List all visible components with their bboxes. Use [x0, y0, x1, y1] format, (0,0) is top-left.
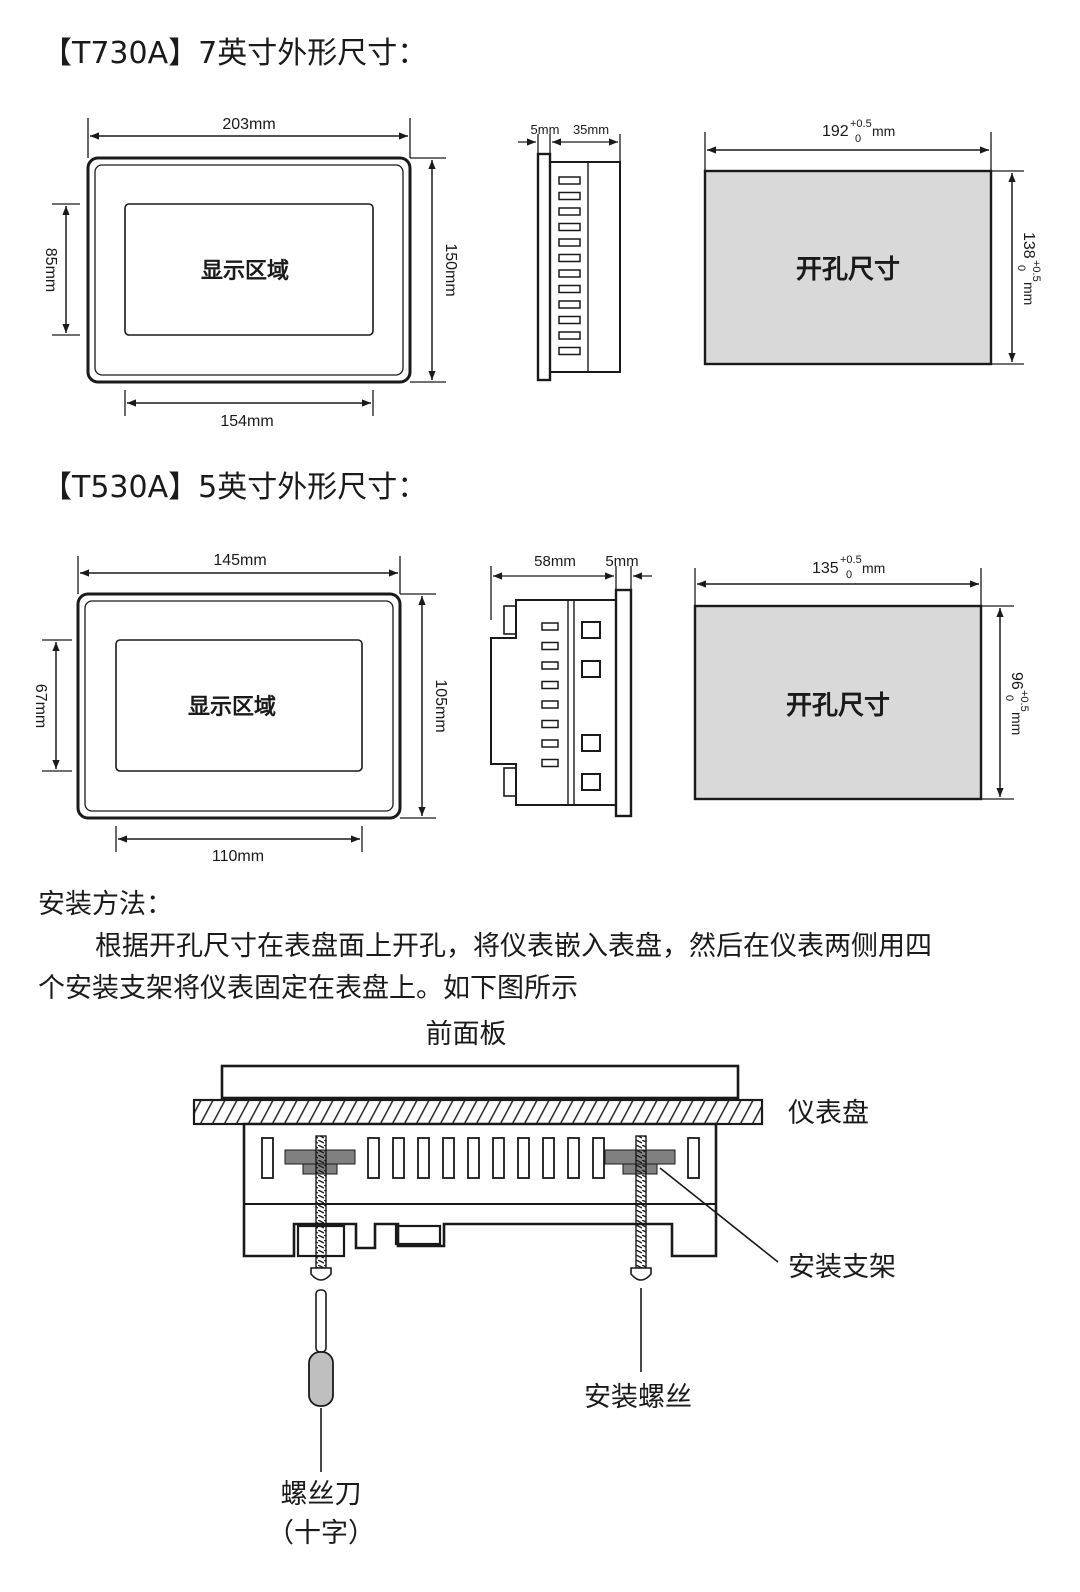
t530-display-label: 显示区域 — [188, 694, 276, 720]
bracket-label: 安装支架 — [788, 1252, 896, 1283]
t730-cutout-height-tol-upper: +0.5 — [1030, 260, 1042, 282]
t530-cutout-width-tol-lower: 0 — [846, 569, 852, 581]
terminal-slot — [592, 1137, 605, 1179]
terminal-slot — [541, 622, 559, 631]
t730-side-depth-label: 35mm — [573, 122, 609, 137]
t730-cutout-width-label: 192 — [822, 123, 849, 140]
terminal-slot — [442, 1137, 455, 1179]
meter-panel-label: 仪表盘 — [788, 1098, 869, 1129]
terminal-slot — [417, 1137, 430, 1179]
t530-cutout-area — [693, 604, 983, 801]
t530-side-depth-label: 58mm — [534, 553, 576, 570]
t730-cutout-width-unit: mm — [872, 123, 895, 139]
t730-front-height-label: 150mm — [442, 243, 459, 296]
t730-front-width-label: 203mm — [222, 116, 275, 133]
t730-cutout-view: 192 +0.5 0 mm 开孔尺寸 138 +0.5 0 mm — [703, 118, 1042, 366]
terminal-slot — [392, 1137, 405, 1179]
t530-heading: 【T530A】5英寸外形尺寸： — [42, 470, 428, 505]
terminal-slot — [541, 739, 559, 748]
terminal-slot — [541, 661, 559, 670]
t530-cutout-height-label: 96 — [1008, 672, 1025, 690]
terminal-slot — [541, 700, 559, 709]
terminal-slot — [541, 758, 559, 768]
terminal-slot — [558, 300, 581, 309]
front-panel — [220, 1064, 740, 1100]
terminal-slot — [558, 269, 581, 278]
terminal-slot — [558, 253, 581, 263]
t530-front-height-label: 105mm — [432, 679, 449, 732]
terminal-slot — [558, 315, 581, 325]
t730-screen-height-label: 85mm — [42, 248, 59, 292]
svg-text:192: 192 — [822, 123, 849, 140]
terminal-slot — [567, 1137, 580, 1179]
meter-panel — [192, 1098, 764, 1126]
t730-front-view: 203mm 显示区域 150mm 85mm 154mm — [42, 116, 459, 430]
terminal-slot — [558, 176, 581, 185]
t530-screen-width-label: 110mm — [212, 848, 264, 865]
terminal-slot — [558, 191, 581, 201]
t530-side-view: 58mm 5mm — [490, 553, 652, 818]
t530-cutout-height-unit: mm — [1009, 712, 1025, 735]
t730-display-area — [124, 203, 374, 336]
install-diagram: 前面板 仪表盘 — [192, 1019, 896, 1549]
t730-cutout-width-tol-upper: +0.5 — [850, 118, 872, 130]
screwdriver-type-label: （十字） — [267, 1518, 375, 1549]
t730-cutout-area — [703, 169, 993, 366]
screwdriver-label: 螺丝刀 — [281, 1479, 362, 1510]
terminal-slot — [541, 719, 559, 729]
terminal-slot — [542, 1137, 555, 1179]
t730-cutout-label: 开孔尺寸 — [796, 255, 900, 285]
t530-cutout-height-tol-upper: +0.5 — [1018, 690, 1030, 712]
screwdriver — [308, 1289, 334, 1472]
left-screw — [310, 1135, 332, 1281]
t530-side-bezel-label: 5mm — [605, 553, 638, 570]
t530-screen-height-label: 67mm — [32, 684, 49, 728]
terminal-slot — [367, 1137, 380, 1179]
t530-cutout-view: 135 +0.5 0 mm 开孔尺寸 96 +0.5 0 mm — [693, 554, 1030, 801]
t530-front-view: 145mm 显示区域 105mm 67mm 110mm — [32, 552, 449, 865]
terminal-slot — [492, 1137, 505, 1179]
t730-heading: 【T730A】7英寸外形尺寸： — [42, 36, 428, 71]
terminal-slot — [558, 346, 581, 356]
terminal-slot — [558, 238, 581, 247]
terminal-slot — [558, 222, 581, 232]
meter-body — [242, 1122, 718, 1258]
t730-screen-width-label: 154mm — [220, 413, 273, 430]
install-line-2: 个安装支架将仪表固定在表盘上。如下图所示 — [38, 973, 578, 1004]
t730-cutout-height-label: 138 — [1020, 232, 1037, 259]
t530-cutout-width-unit: mm — [862, 560, 885, 576]
terminal-slot — [558, 331, 581, 340]
t730-side-view: 5mm 35mm — [518, 122, 621, 382]
t530-display-area — [115, 639, 363, 772]
t730-display-label: 显示区域 — [201, 258, 289, 284]
right-screw — [630, 1135, 652, 1281]
t730-side-bezel-label: 5mm — [531, 122, 560, 137]
terminal-slot — [541, 680, 559, 690]
t530-cutout-width-label: 135 — [812, 560, 839, 577]
t730-cutout-height-tol-lower: 0 — [1015, 265, 1027, 271]
terminal-slot — [261, 1137, 274, 1179]
t530-cutout-label: 开孔尺寸 — [786, 691, 890, 721]
t530-front-width-label: 145mm — [213, 552, 266, 569]
terminal-slot — [558, 207, 581, 216]
install-title: 安装方法： — [38, 889, 173, 920]
terminal-slot — [687, 1137, 700, 1179]
t730-cutout-height-unit: mm — [1021, 282, 1037, 305]
terminal-slot — [558, 284, 581, 294]
t530-cutout-height-tol-lower: 0 — [1003, 695, 1015, 701]
terminal-slot — [517, 1137, 530, 1179]
t730-cutout-width-tol-lower: 0 — [855, 133, 861, 145]
terminal-slot — [467, 1137, 480, 1179]
install-line-1: 根据开孔尺寸在表盘面上开孔，将仪表嵌入表盘，然后在仪表两侧用四 — [95, 931, 932, 962]
terminal-slot — [541, 641, 559, 651]
front-panel-label: 前面板 — [426, 1019, 507, 1050]
t530-cutout-width-tol-upper: +0.5 — [840, 554, 862, 566]
screw-label: 安装螺丝 — [584, 1382, 692, 1413]
screwdriver-handle — [308, 1351, 334, 1407]
